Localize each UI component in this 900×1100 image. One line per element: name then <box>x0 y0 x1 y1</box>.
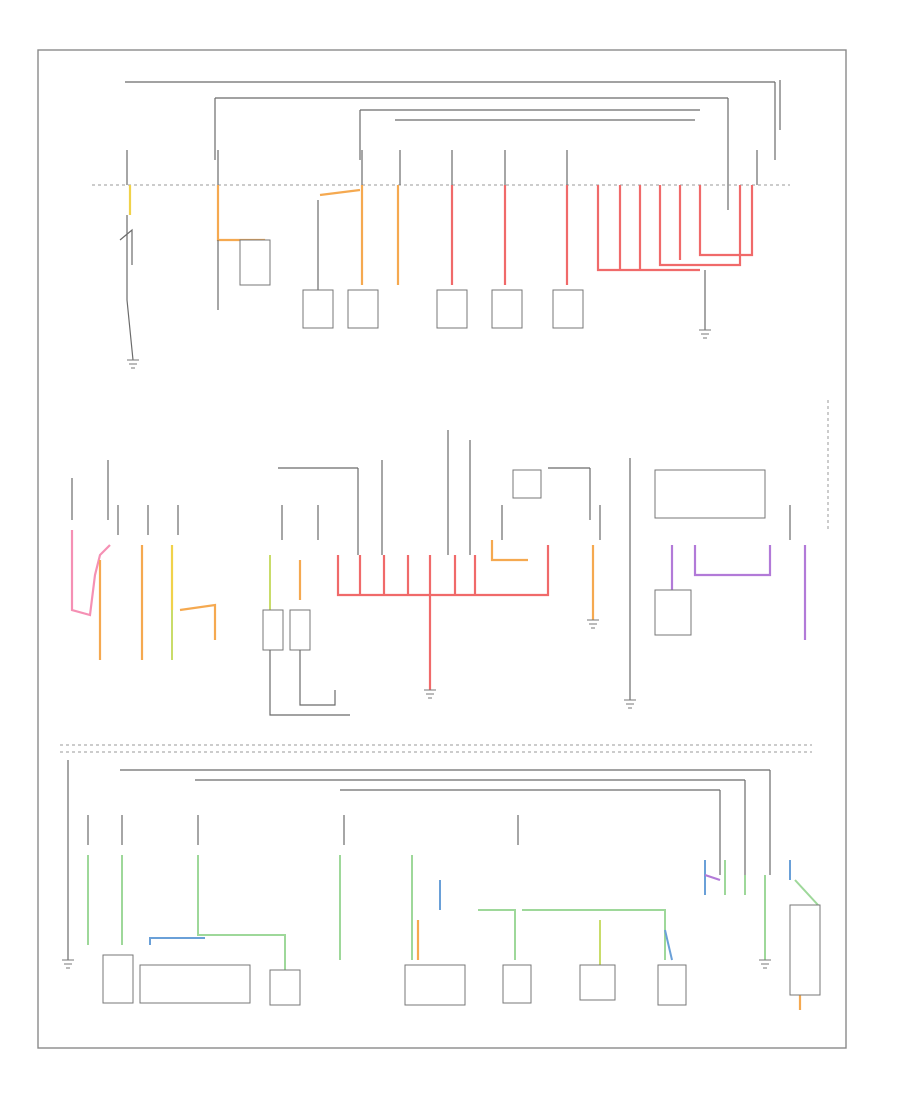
component-box <box>491 289 523 329</box>
component-box <box>502 964 532 1004</box>
component-box <box>789 904 821 996</box>
diagram-frame <box>37 49 847 1049</box>
component-box <box>512 469 542 499</box>
component-box <box>404 964 466 1006</box>
component-box <box>657 964 687 1006</box>
switch-box <box>289 609 311 651</box>
component-box <box>654 589 692 636</box>
component-box <box>302 289 334 329</box>
switch-box <box>262 609 284 651</box>
ground-symbols <box>62 959 771 969</box>
component-box <box>552 289 584 329</box>
component-box <box>102 954 134 1004</box>
middle-section <box>70 430 807 716</box>
ground-symbols <box>127 329 711 369</box>
top-section <box>92 80 790 369</box>
component-box <box>139 964 251 1004</box>
component-box <box>579 964 616 1001</box>
ground-symbols <box>424 619 636 709</box>
fuse-stubs-top <box>126 150 758 185</box>
bottom-section <box>62 760 821 1010</box>
component-box <box>269 969 301 1006</box>
component-box <box>347 289 379 329</box>
component-box <box>239 239 271 286</box>
component-box <box>436 289 468 329</box>
relay-box <box>654 469 766 519</box>
